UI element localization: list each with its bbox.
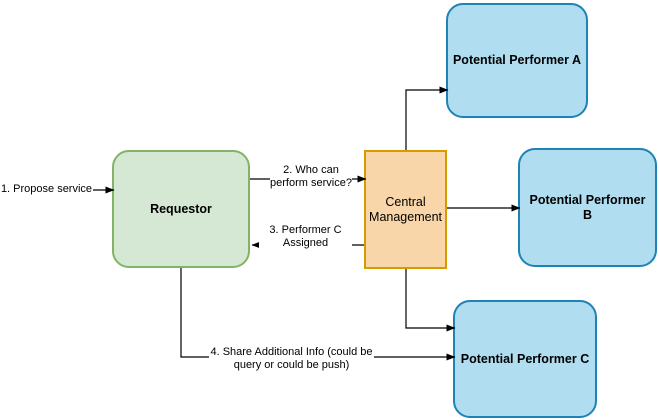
node-central-management: Central Management — [364, 150, 447, 269]
node-potential-performer-c-label: Potential Performer C — [460, 351, 590, 366]
node-requestor: Requestor — [112, 150, 250, 268]
node-potential-performer-a-label: Potential Performer A — [452, 53, 582, 67]
node-potential-performer-b: Potential Performer B — [518, 148, 657, 267]
edge-cm-to-performer-c — [405, 269, 456, 332]
edge-label-who-can-perform: 2. Who can perform service? — [270, 162, 352, 192]
node-potential-performer-c: Potential Performer C — [453, 300, 597, 418]
node-potential-performer-a: Potential Performer A — [446, 3, 588, 118]
edge-cm-to-performer-a — [405, 86, 449, 150]
edge-label-share-info: 4. Share Additional Info (could be query… — [209, 344, 374, 374]
node-potential-performer-b-label: Potential Performer B — [529, 192, 646, 222]
node-requestor-label: Requestor — [150, 201, 212, 216]
edge-label-propose-service: 1. Propose service — [0, 181, 93, 198]
edge-label-performer-assigned: 3. Performer C Assigned — [259, 222, 352, 252]
node-central-management-label: Central Management — [369, 194, 442, 224]
